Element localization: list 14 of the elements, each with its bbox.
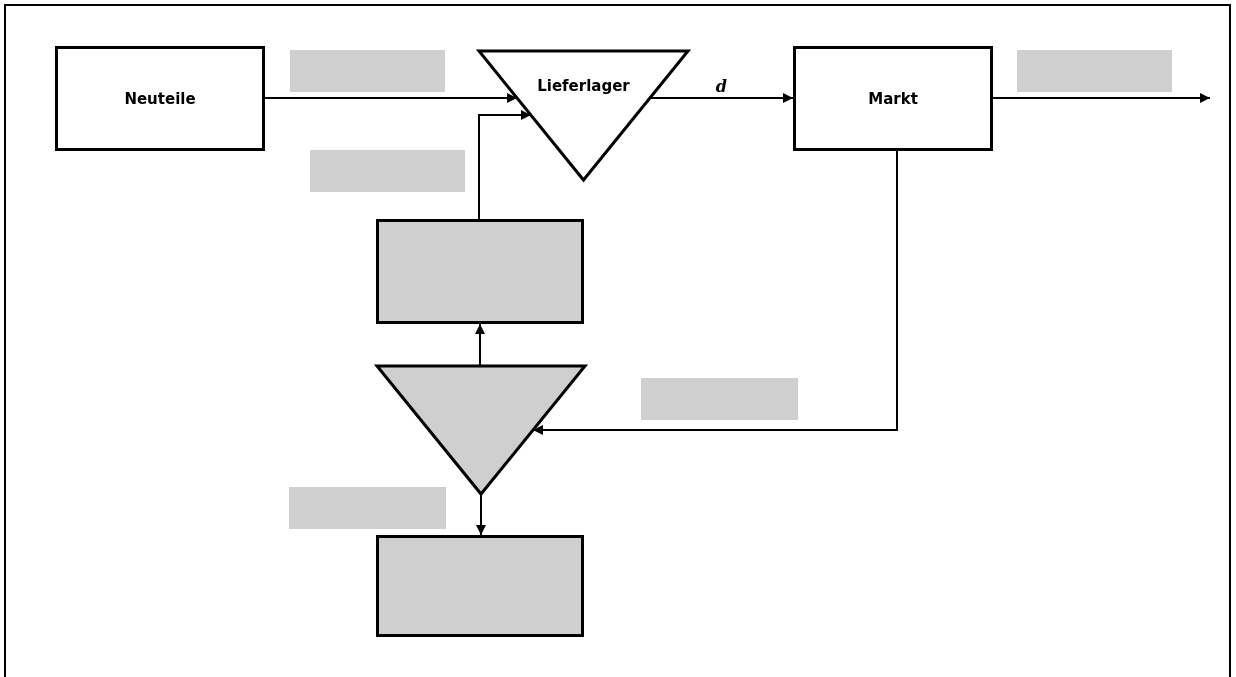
arrow [992,93,1211,103]
storage-triangle [479,51,688,180]
process-box [376,219,584,324]
node-label: Markt [868,89,918,108]
arrow [476,493,486,536]
process-box [376,535,584,637]
node-label: Neuteile [124,89,196,108]
process-box [55,46,265,151]
storage-triangle [377,366,585,494]
arrow [475,323,485,367]
process-box [793,46,993,151]
arrow [532,150,898,435]
arrow [478,110,532,220]
node-label: Lieferlager [537,76,630,95]
